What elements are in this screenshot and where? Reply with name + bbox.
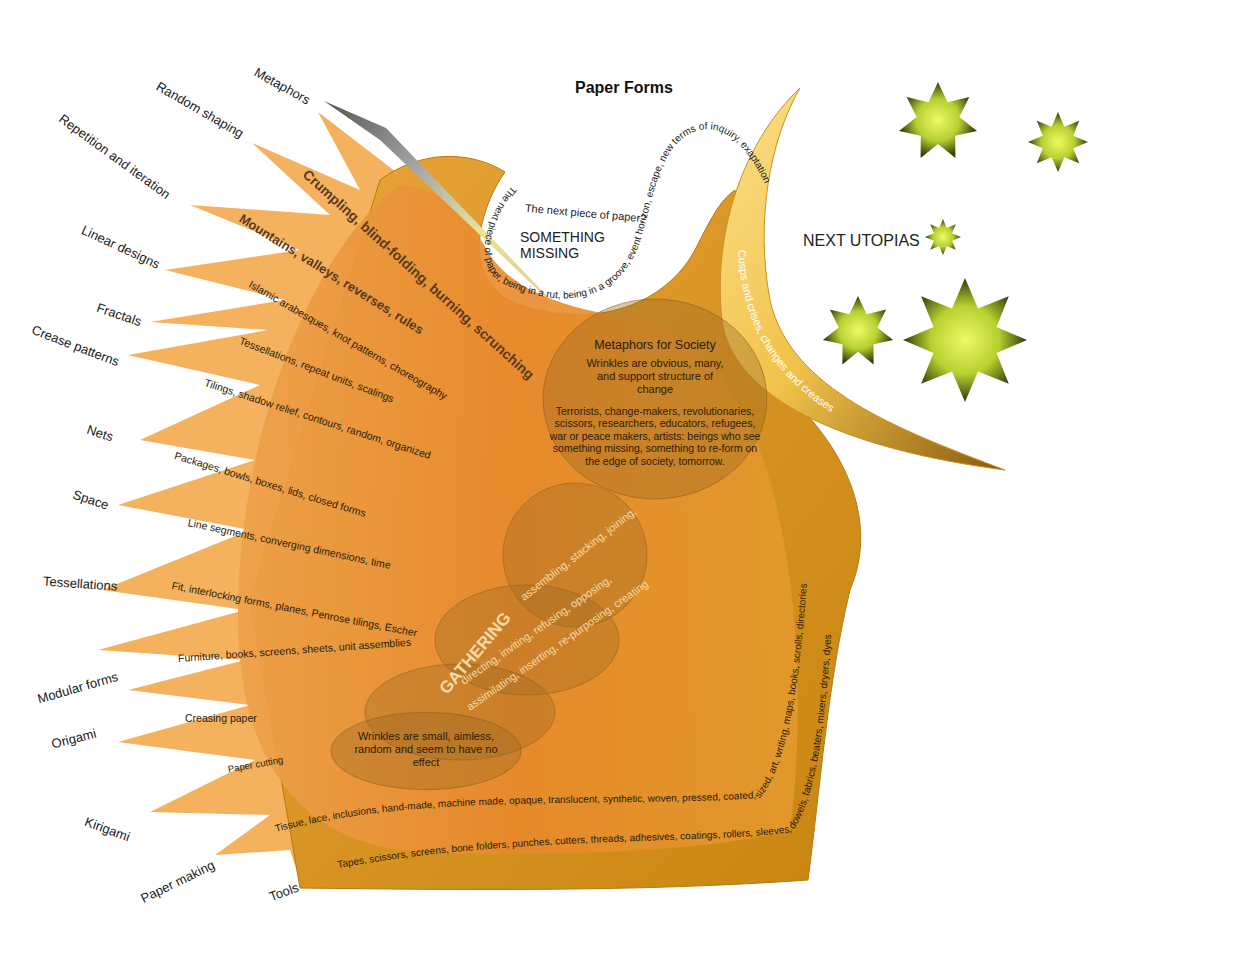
branch-label: Modular forms	[36, 670, 120, 707]
utopia-star	[925, 219, 961, 255]
question-label: The next piece of paper?	[524, 202, 646, 225]
branch-label: Paper making	[139, 858, 218, 907]
branch-label: Origami	[50, 727, 98, 753]
utopia-star	[823, 296, 893, 364]
branch-label: Metaphors	[251, 65, 312, 108]
node-body: Wrinkles are small, aimless, random and …	[354, 730, 498, 770]
node-body: Terrorists, change-makers, revolutionari…	[546, 405, 764, 468]
node-heading: Metaphors for Society	[555, 338, 755, 353]
tools-label: Tapes, scissors, screens, bone folders, …	[336, 634, 833, 870]
utopia-star	[903, 278, 1027, 402]
branch-label: Crease patterns	[29, 323, 121, 370]
branch-label: Linear designs	[79, 223, 162, 272]
missing-curve-label: The next piece of paper, being in a rut,…	[483, 120, 773, 300]
missing-label: SOMETHING MISSING	[520, 229, 620, 261]
node-body: Wrinkles are obvious, many, and support …	[585, 357, 725, 397]
detail-label: Creasing paper	[185, 712, 257, 724]
paper-front-body	[238, 185, 798, 854]
node-outline	[542, 298, 768, 500]
branch-label: Random shaping	[153, 80, 246, 142]
utopia-star	[899, 82, 977, 158]
branch-label: Fractals	[95, 301, 144, 330]
branch-label: Tools	[267, 881, 301, 905]
diagram-title: Paper Forms	[575, 79, 673, 97]
society-circle: Metaphors for SocietyWrinkles are obviou…	[542, 298, 768, 500]
wrinkle-ellipse: Wrinkles are small, aimless, random and …	[330, 712, 522, 790]
branch-label: Nets	[85, 423, 115, 445]
branch-label: Repetition and iteration	[56, 112, 173, 203]
branch-label: Space	[71, 488, 111, 514]
branch-label: Kirigami	[82, 815, 131, 845]
branch-label: Tessellations	[42, 575, 117, 595]
utopia-star	[1028, 112, 1088, 172]
utopia-label: NEXT UTOPIAS	[803, 232, 920, 250]
